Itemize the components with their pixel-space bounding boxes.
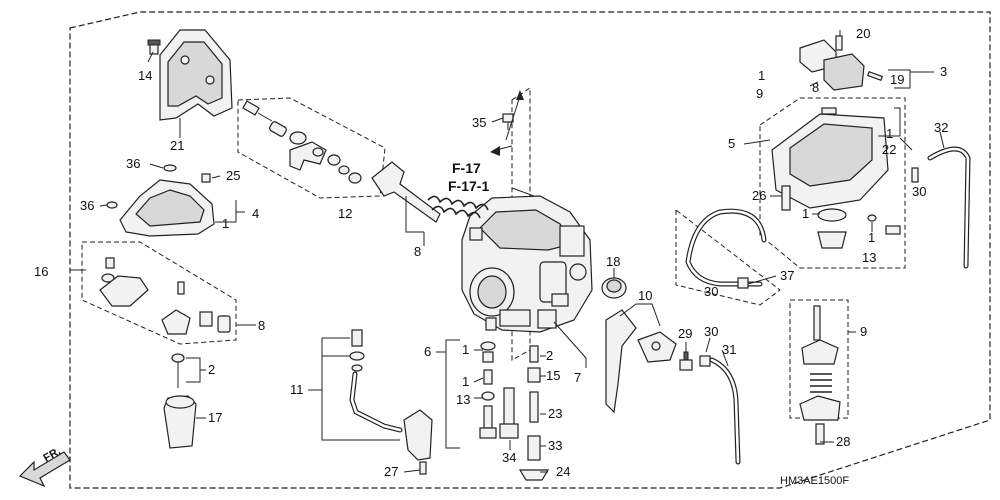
callout-9b: 9: [860, 324, 867, 339]
callout-8a: 8: [258, 318, 265, 333]
hose-31: [699, 355, 741, 465]
group-box-5: [759, 97, 906, 269]
plug-18: [601, 277, 627, 299]
callout-8c: 8: [812, 80, 819, 95]
callout-23: 23: [548, 406, 562, 421]
bolt-29: [679, 351, 693, 371]
callout-36b: 36: [80, 198, 94, 213]
diagram-frame: [69, 11, 991, 489]
callout-32: 32: [934, 120, 948, 135]
callout-3: 3: [940, 64, 947, 79]
callout-30b: 30: [912, 184, 926, 199]
ref-f17-1: F-17-1: [448, 178, 489, 194]
carburetor-body: [461, 195, 593, 333]
callout-4: 4: [252, 206, 259, 221]
callout-1d: 1: [758, 68, 765, 83]
callout-6: 6: [424, 344, 431, 359]
callout-29: 29: [678, 326, 692, 341]
callout-17: 17: [208, 410, 222, 425]
callout-34: 34: [502, 450, 516, 465]
callout-19: 19: [890, 72, 904, 87]
callout-35: 35: [472, 115, 486, 130]
group-box-12: [237, 97, 386, 199]
callout-25: 25: [226, 168, 240, 183]
screw-14: [147, 39, 161, 55]
top-cover-4: [106, 164, 215, 237]
callout-1b: 1: [462, 342, 469, 357]
callout-1e: 1: [886, 126, 893, 141]
callout-30c: 30: [704, 284, 718, 299]
callout-24: 24: [556, 464, 570, 479]
screw-2-left: [171, 353, 185, 388]
group-box-9-right: [789, 299, 849, 419]
hose-37: [685, 208, 767, 289]
bracket-21: [159, 29, 233, 121]
callout-14: 14: [138, 68, 152, 83]
cap-17: [163, 395, 197, 449]
callout-22: 22: [882, 142, 896, 157]
callout-12: 12: [338, 206, 352, 221]
throttle-linkage-12: [242, 100, 362, 184]
choke-lever-10: [605, 309, 677, 414]
callout-9a: 9: [756, 86, 763, 101]
front-direction-arrow: [18, 451, 71, 488]
accelerator-pump-9: [799, 305, 841, 445]
group-box-8-left: [81, 241, 237, 345]
callout-8b: 8: [414, 244, 421, 259]
callout-30a: 30: [704, 324, 718, 339]
callout-33: 33: [548, 438, 562, 453]
callout-31: 31: [722, 342, 736, 357]
callout-21: 21: [170, 138, 184, 153]
callout-37: 37: [780, 268, 794, 283]
ref-f17: F-17: [452, 160, 481, 176]
float-parts-3: [799, 35, 884, 91]
callout-20: 20: [856, 26, 870, 41]
callout-1g: 1: [868, 230, 875, 245]
callout-15: 15: [546, 368, 560, 383]
callout-1f: 1: [802, 206, 809, 221]
callout-1c: 1: [462, 374, 469, 389]
callout-1a: 1: [222, 216, 229, 231]
callout-28: 28: [836, 434, 850, 449]
callout-5: 5: [728, 136, 735, 151]
callout-18: 18: [606, 254, 620, 269]
callout-27: 27: [384, 464, 398, 479]
callout-13b: 13: [862, 250, 876, 265]
throttle-lever-parts: [99, 257, 231, 335]
callout-13a: 13: [456, 392, 470, 407]
group-box-hose-37: [675, 208, 781, 306]
throttle-shaft-8: [371, 161, 489, 223]
diagram-code: HM3AE1500F: [780, 475, 849, 487]
choke-cable-11: [349, 329, 433, 461]
jets-6: [479, 341, 497, 439]
callout-16: 16: [34, 264, 48, 279]
callout-26: 26: [752, 188, 766, 203]
float-bowl-5: [771, 107, 919, 249]
callout-11: 11: [290, 382, 304, 397]
callout-7: 7: [574, 370, 581, 385]
callout-2b: 2: [546, 348, 553, 363]
callout-10: 10: [638, 288, 652, 303]
callout-2a: 2: [208, 362, 215, 377]
callout-36a: 36: [126, 156, 140, 171]
hose-32: [927, 146, 971, 269]
